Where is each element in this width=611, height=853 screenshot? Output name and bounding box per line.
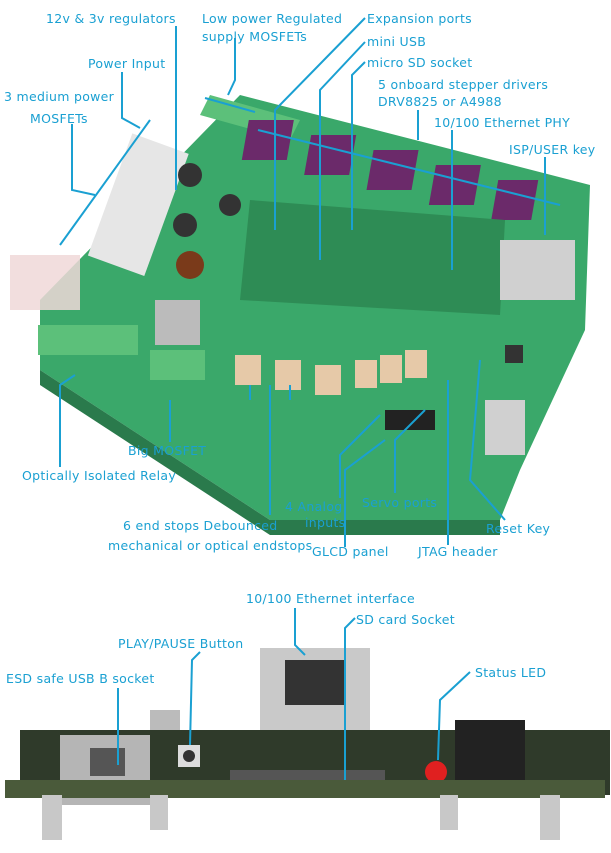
label-sd-card-socket: SD card Socket [356, 612, 455, 627]
label-analog-line2: inputs [305, 515, 346, 530]
label-steppers-line2: DRV8825 or A4988 [378, 94, 502, 109]
label-big-mosfet: Big MOSFET [128, 443, 207, 458]
label-isp-key: ISP/USER key [509, 142, 596, 157]
label-medium-mosfets-line2: MOSFETs [30, 111, 88, 126]
label-usb-b: ESD safe USB B socket [6, 671, 155, 686]
label-micro-sd: micro SD socket [367, 55, 473, 70]
label-endstops-line2: mechanical or optical endstops [108, 538, 313, 553]
label-regulators: 12v & 3v regulators [46, 11, 176, 26]
label-ethernet-phy: 10/100 Ethernet PHY [434, 115, 571, 130]
label-ethernet-interface: 10/100 Ethernet interface [246, 591, 416, 606]
leader-lines [59, 17, 561, 780]
label-reset-key: Reset Key [486, 521, 551, 536]
label-jtag-header: JTAG header [418, 544, 498, 559]
label-mini-usb: mini USB [367, 34, 427, 49]
label-expansion-ports: Expansion ports [367, 11, 472, 26]
label-relay: Optically Isolated Relay [22, 468, 177, 483]
label-low-power-line1: Low power Regulated [202, 11, 343, 26]
label-low-power-line2: supply MOSFETs [202, 29, 308, 44]
label-medium-mosfets-line1: 3 medium power [4, 89, 115, 104]
label-play-pause: PLAY/PAUSE Button [118, 636, 244, 651]
label-steppers-line1: 5 onboard stepper drivers [378, 77, 549, 92]
label-glcd-panel: GLCD panel [312, 544, 389, 559]
label-endstops-line1: 6 end stops Debounced [123, 518, 278, 533]
label-analog-line1: 4 Analog [285, 499, 343, 514]
label-power-input: Power Input [88, 56, 166, 71]
label-status-led: Status LED [475, 665, 547, 680]
label-servo-ports: Servo ports [362, 495, 438, 510]
